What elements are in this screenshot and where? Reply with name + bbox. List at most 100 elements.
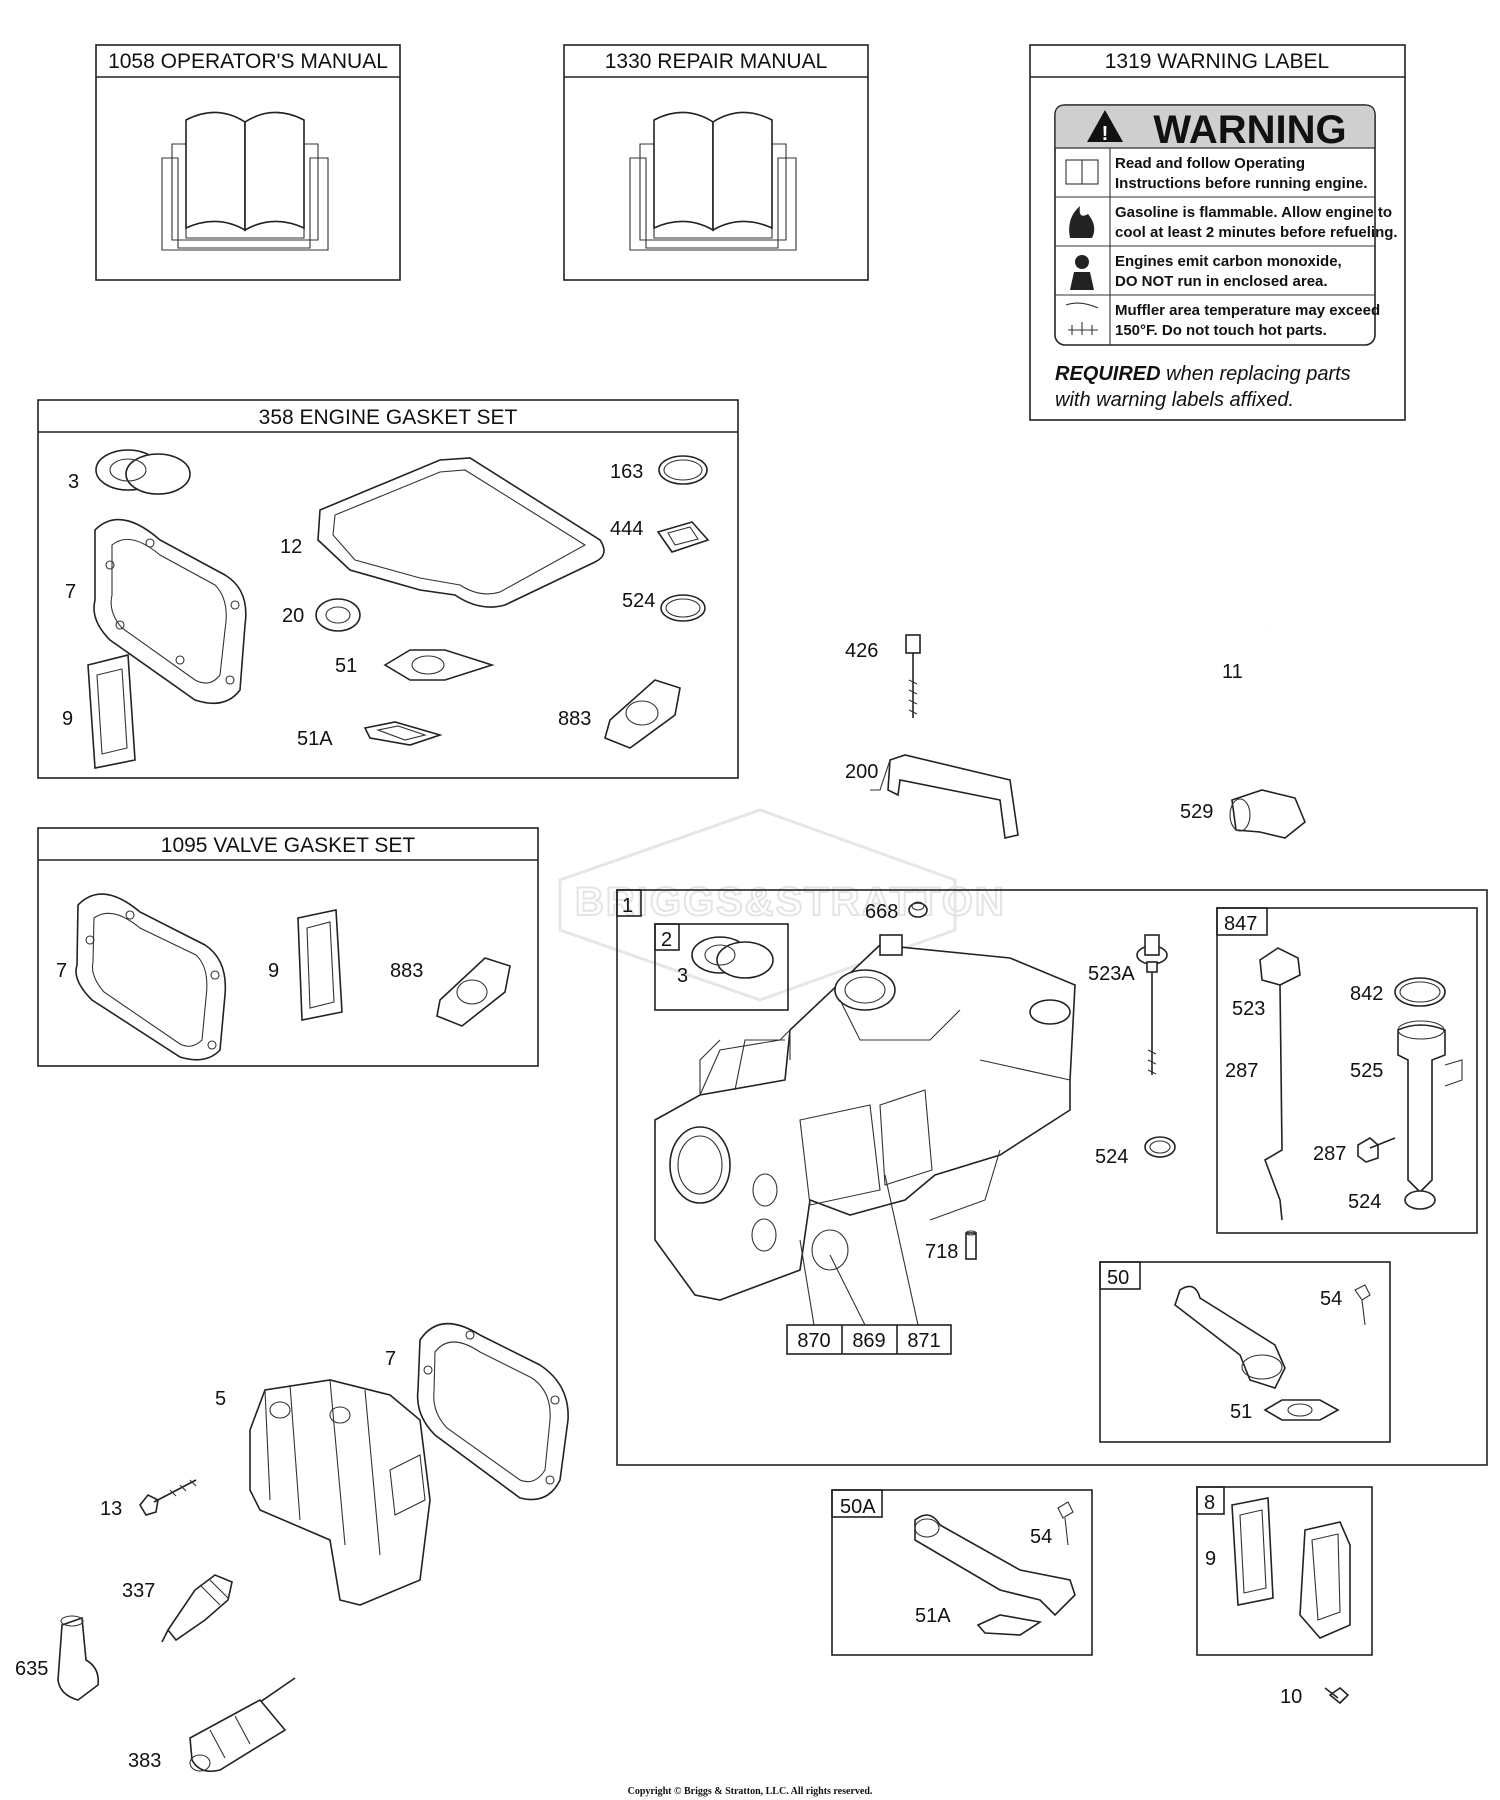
part-label-11: 11 bbox=[1222, 661, 1243, 683]
warning-label-title: 1319 WARNING LABEL bbox=[1105, 50, 1329, 73]
part-label-9: 9 bbox=[1205, 1548, 1216, 1570]
required-note-line2: with warning labels affixed. bbox=[1055, 389, 1294, 411]
bolt-426 bbox=[905, 634, 921, 718]
part-label-524: 524 bbox=[622, 590, 655, 612]
breather-cover-box: 8 9 bbox=[1196, 1486, 1373, 1656]
spark-plug-337 bbox=[161, 1574, 233, 1643]
cylinder-head bbox=[249, 1379, 431, 1606]
elbow-529 bbox=[1229, 789, 1306, 839]
part-label-51a: 51A bbox=[915, 1605, 951, 1627]
part-label-287: 287 bbox=[1225, 1060, 1258, 1082]
warning-line-2: Instructions before running engine. bbox=[1115, 175, 1368, 192]
part-label-426: 426 bbox=[845, 640, 878, 662]
dipstick-tube-11 bbox=[1268, 626, 1422, 762]
manual-read-icon bbox=[1065, 159, 1099, 185]
part-label-525: 525 bbox=[1350, 1060, 1383, 1082]
box-847-label: 847 bbox=[1224, 913, 1257, 935]
seal-ring bbox=[660, 594, 706, 622]
warning-line-6: DO NOT run in enclosed area. bbox=[1115, 273, 1328, 290]
callout-870-869-871: 870 869 871 bbox=[786, 1324, 952, 1355]
oil-seal bbox=[691, 936, 774, 979]
part-label-12: 12 bbox=[280, 536, 302, 558]
part-label-9: 9 bbox=[268, 960, 279, 982]
dipstick-523a bbox=[1136, 934, 1168, 1075]
warning-line-4: cool at least 2 minutes before refueling… bbox=[1115, 224, 1398, 241]
dipstick-assembly-box: 847 523 287 842 525 287 524 bbox=[1216, 907, 1478, 1234]
cylinder-head-gasket bbox=[416, 1322, 569, 1501]
engine-gasket-set-box: 358 ENGINE GASKET SET 3 7 9 12 bbox=[37, 399, 739, 779]
warning-label-box: 1319 WARNING LABEL ! WARNING Read and fo… bbox=[1029, 44, 1406, 421]
engine-gasket-set-title: 358 ENGINE GASKET SET bbox=[259, 406, 518, 429]
part-label-5: 5 bbox=[215, 1388, 226, 1410]
part-label-10: 10 bbox=[1280, 1686, 1302, 1708]
crankcase-gasket bbox=[317, 457, 605, 608]
air-cleaner-gasket bbox=[656, 521, 710, 553]
muffler-gasket bbox=[436, 957, 511, 1027]
seal-ring bbox=[1144, 1136, 1176, 1158]
hot-surface-icon bbox=[1065, 302, 1099, 335]
part-label-13: 13 bbox=[100, 1498, 122, 1520]
part-label-668: 668 bbox=[865, 901, 898, 923]
box-50a-label: 50A bbox=[840, 1496, 876, 1518]
box-50-label: 50 bbox=[1107, 1267, 1129, 1289]
part-label-54: 54 bbox=[1320, 1288, 1342, 1310]
engine-block bbox=[654, 934, 1076, 1301]
part-label-523a: 523A bbox=[1088, 963, 1135, 985]
intake-gasket bbox=[87, 653, 136, 769]
part-label-51a: 51A bbox=[297, 728, 333, 750]
part-label-7: 7 bbox=[65, 581, 76, 603]
part-label-883: 883 bbox=[390, 960, 423, 982]
watermark-logo: BRIGGS&STRATTON bbox=[558, 808, 1006, 1002]
part-label-383: 383 bbox=[128, 1750, 161, 1772]
box-8-label: 8 bbox=[1204, 1492, 1215, 1514]
cylinder-head-gasket bbox=[75, 893, 227, 1061]
svg-text:!: ! bbox=[1102, 123, 1109, 145]
breather-tube-box: 50A 54 51A bbox=[831, 1489, 1093, 1656]
intake-gasket bbox=[297, 909, 343, 1021]
part-label-523: 523 bbox=[1232, 998, 1265, 1020]
o-ring bbox=[658, 455, 708, 485]
bearing-seal bbox=[315, 598, 361, 632]
part-label-9: 9 bbox=[62, 708, 73, 730]
valve-gasket-set-title: 1095 VALVE GASKET SET bbox=[161, 834, 416, 857]
part-label-444: 444 bbox=[610, 518, 643, 540]
part-label-163: 163 bbox=[610, 461, 643, 483]
warning-line-1: Read and follow Operating bbox=[1115, 155, 1305, 172]
spark-plug-boot-635 bbox=[57, 1615, 100, 1701]
warning-line-3: Gasoline is flammable. Allow engine to bbox=[1115, 204, 1392, 221]
warning-line-7: Muffler area temperature may exceed bbox=[1115, 302, 1380, 319]
part-label-842: 842 bbox=[1350, 983, 1383, 1005]
part-label-51: 51 bbox=[1230, 1401, 1252, 1423]
part-label-524: 524 bbox=[1348, 1191, 1381, 1213]
screw-10 bbox=[1324, 1686, 1350, 1705]
short-block-box: 1 2 3 668 bbox=[616, 889, 1488, 1466]
breather-assembly-box: 50 54 51 bbox=[1099, 1261, 1391, 1443]
warning-line-5: Engines emit carbon monoxide, bbox=[1115, 253, 1342, 270]
copyright-notice: Copyright © Briggs & Stratton, LLC. All … bbox=[628, 1786, 873, 1797]
watermark-text: BRIGGS&STRATTON bbox=[575, 880, 1006, 924]
part-label-883: 883 bbox=[558, 708, 591, 730]
dowel-pin-718 bbox=[965, 1230, 977, 1260]
cylinder-head-gasket bbox=[93, 518, 247, 705]
part-label-871: 871 bbox=[907, 1330, 940, 1352]
plug-668 bbox=[908, 901, 928, 918]
part-label-718: 718 bbox=[925, 1241, 958, 1263]
muffler-gasket bbox=[604, 679, 681, 749]
required-note: REQUIRED when replacing parts bbox=[1055, 363, 1351, 385]
part-label-51: 51 bbox=[335, 655, 357, 677]
part-label-7: 7 bbox=[56, 960, 67, 982]
carbon-monoxide-icon bbox=[1070, 255, 1094, 290]
book-icon bbox=[629, 111, 797, 251]
operators-manual-box: 1058 OPERATOR'S MANUAL bbox=[95, 44, 401, 281]
part-label-635: 635 bbox=[15, 1658, 48, 1680]
ignition-coil-383 bbox=[189, 1677, 296, 1773]
part-label-287: 287 bbox=[1313, 1143, 1346, 1165]
book-icon bbox=[161, 111, 329, 251]
part-label-870: 870 bbox=[797, 1330, 830, 1352]
part-label-7: 7 bbox=[385, 1348, 396, 1370]
part-label-529: 529 bbox=[1180, 801, 1213, 823]
part-label-3: 3 bbox=[68, 471, 79, 493]
warning-line-8: 150°F. Do not touch hot parts. bbox=[1115, 322, 1327, 339]
part-label-869: 869 bbox=[852, 1330, 885, 1352]
